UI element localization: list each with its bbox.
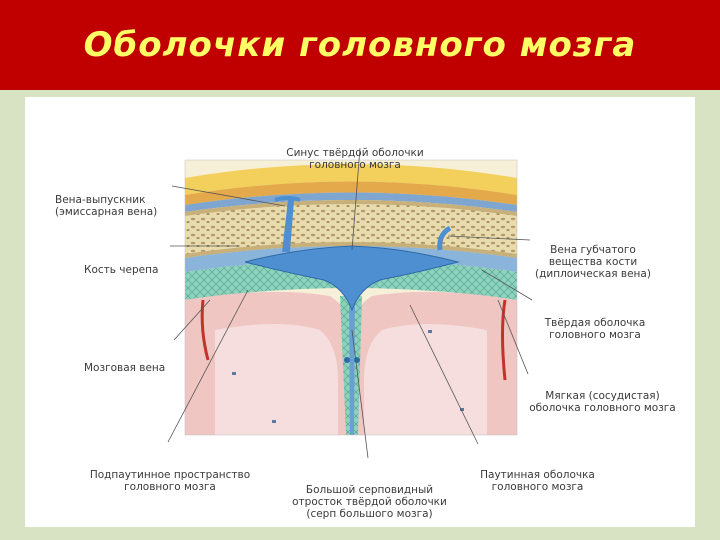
dural-sinus [244,245,460,312]
scalp-layer [185,164,517,195]
emissary-vein [282,200,294,252]
cerebral-vein-right [501,299,507,381]
page-title: Оболочки головного мозга [83,25,637,65]
label-pia: Мягкая (сосудистая)оболочка головного мо… [529,390,676,414]
leader-lines [167,147,533,459]
cross-section [185,160,517,435]
falx-cerebri [349,290,355,435]
label-cerebral-vein: Мозговая вена [84,362,166,374]
label-skull: Кость черепа [84,264,159,276]
skull-bone [185,200,517,258]
cerebral-vein-left [200,299,210,361]
label-emissary-vein: Вена-выпускник(эмиссарная вена) [55,194,158,218]
title-bar: Оболочки головного мозга [0,0,720,90]
diploic-vein [437,225,452,251]
